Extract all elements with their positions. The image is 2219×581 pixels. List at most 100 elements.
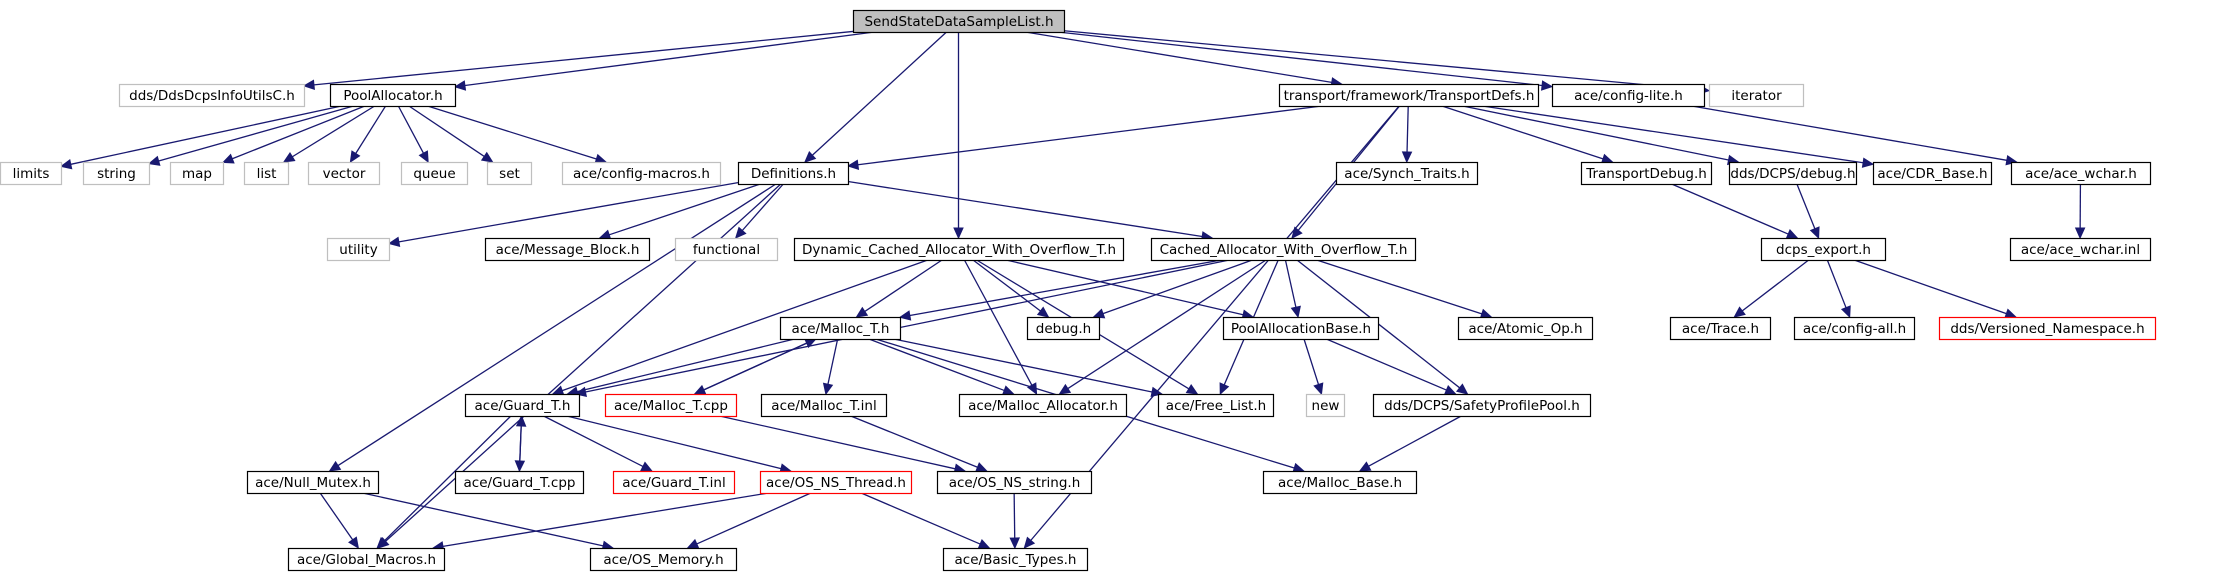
node-ace-malloc-allocator-h[interactable]: ace/Malloc_Allocator.h [958, 393, 1128, 418]
nodes-layer: SendStateDataSampleList.hdds/DdsDcpsInfo… [0, 9, 2157, 572]
node-ace-os-ns-string-h[interactable]: ace/OS_NS_string.h [936, 470, 1093, 495]
node-string: string [82, 161, 151, 186]
node-ace-synch-traits-h[interactable]: ace/Synch_Traits.h [1335, 161, 1479, 186]
node-label: ace/ace_wchar.inl [2021, 242, 2140, 258]
node-box [486, 161, 533, 186]
node-box [287, 547, 446, 572]
node-label: ace/config-macros.h [573, 166, 710, 182]
node-ace-basic-types-h[interactable]: ace/Basic_Types.h [942, 547, 1089, 572]
node-label: ace/Malloc_T.h [792, 321, 890, 337]
node-ace-trace-h[interactable]: ace/Trace.h [1669, 316, 1772, 341]
node-dcps-export-h[interactable]: dcps_export.h [1760, 237, 1887, 262]
node-ace-malloc-t-h[interactable]: ace/Malloc_T.h [779, 316, 902, 341]
node-ace-os-ns-thread-h[interactable]: ace/OS_NS_Thread.h [759, 470, 913, 495]
node-ace-guard-t-h[interactable]: ace/Guard_T.h [464, 393, 581, 418]
node-box [400, 161, 469, 186]
node-ace-ace-wchar-inl[interactable]: ace/ace_wchar.inl [2009, 237, 2152, 262]
node-label: ace/Trace.h [1682, 321, 1759, 337]
node-list: list [243, 161, 290, 186]
node-ace-guard-t-cpp[interactable]: ace/Guard_T.cpp [454, 470, 585, 495]
node-ace-malloc-t-cpp[interactable]: ace/Malloc_T.cpp [604, 393, 738, 418]
node-box [759, 470, 913, 495]
edge-line [811, 31, 947, 156]
node-poolallocationbase-h[interactable]: PoolAllocationBase.h [1222, 316, 1380, 341]
node-ace-message-block-h[interactable]: ace/Message_Block.h [484, 237, 651, 262]
node-label: SendStateDataSampleList.h [864, 14, 1053, 30]
node-ace-config-all-h[interactable]: ace/config-all.h [1793, 316, 1916, 341]
edge-line [362, 492, 604, 547]
edge-arrowhead [1058, 383, 1072, 395]
node-box [454, 470, 585, 495]
edge-arrowhead [349, 150, 361, 164]
edge-nullmutex-to-osmemory [362, 492, 615, 551]
node-box [779, 316, 902, 341]
edge-guardt-to-guardinl [543, 415, 653, 472]
edge-root-to-dyncache [953, 32, 964, 240]
node-dds-dcps-safetyprofilepool-h[interactable]: dds/DCPS/SafetyProfilePool.h [1372, 393, 1592, 418]
edge-line [1368, 415, 1462, 467]
node-label: Cached_Allocator_With_Overflow_T.h [1160, 242, 1408, 258]
node-label: TransportDebug.h [1585, 166, 1707, 182]
node-label: PoolAllocator.h [343, 88, 442, 104]
edge-line [1462, 105, 1729, 161]
edge-line [1025, 31, 1332, 84]
edge-arrowhead [453, 80, 467, 91]
node-new: new [1305, 393, 1346, 418]
node-ace-cdr-base-h[interactable]: ace/CDR_Base.h [1872, 161, 1993, 186]
edge-arrowhead [898, 310, 912, 321]
edge-arrowhead [328, 460, 342, 472]
edge-osthread-to-osmemory [686, 492, 812, 549]
node-label: ace/OS_NS_Thread.h [766, 475, 906, 491]
node-box [1278, 83, 1540, 108]
node-ace-global-macros-h[interactable]: ace/Global_Macros.h [287, 547, 446, 572]
node-sendstatedatasamplelist-h[interactable]: SendStateDataSampleList.h [852, 9, 1066, 34]
edge-pool-to-queue [397, 105, 429, 164]
edge-arrowhead [282, 152, 296, 163]
edge-line [1741, 259, 1810, 312]
edge-arrowhead [515, 414, 527, 427]
node-ace-os-memory-h[interactable]: ace/OS_Memory.h [589, 547, 738, 572]
node-ace-atomic-op-h[interactable]: ace/Atomic_Op.h [1457, 316, 1594, 341]
edge-line [850, 415, 978, 468]
node-box [307, 161, 381, 186]
node-ace-malloc-base-h[interactable]: ace/Malloc_Base.h [1262, 470, 1418, 495]
node-dds-dcps-debug-h[interactable]: dds/DCPS/debug.h [1728, 161, 1858, 186]
edge-arrowhead [1479, 308, 1493, 319]
node-box [0, 161, 63, 186]
node-ace-config-lite-h[interactable]: ace/config-lite.h [1551, 83, 1706, 108]
edge-poolbase-to-safety [1326, 338, 1457, 395]
edge-arrowhead [387, 236, 401, 247]
node-label: new [1312, 398, 1340, 414]
edge-arrowhead [1785, 229, 1799, 239]
node-ace-null-mutex-h[interactable]: ace/Null_Mutex.h [246, 470, 380, 495]
node-box [1262, 470, 1418, 495]
edge-line [1316, 259, 1482, 315]
edge-line [1441, 105, 1604, 160]
node-transport-framework-transportdefs-h[interactable]: transport/framework/TransportDefs.h [1278, 83, 1540, 108]
edge-dcpsdebug-to-dcpsexport [1796, 183, 1820, 240]
edge-arrowhead [376, 536, 389, 549]
edge-guardt-to-osthread [566, 415, 792, 474]
node-poolallocator-h[interactable]: PoolAllocator.h [329, 83, 457, 108]
node-transportdebug-h[interactable]: TransportDebug.h [1580, 161, 1713, 186]
node-dds-versioned-namespace-h[interactable]: dds/Versioned_Namespace.h [1938, 316, 2157, 341]
node-limits: limits [0, 161, 63, 186]
node-vector: vector [307, 161, 381, 186]
node-ace-guard-t-inl[interactable]: ace/Guard_T.inl [612, 470, 736, 495]
edge-arrowhead [855, 306, 869, 318]
node-ace-malloc-t-inl[interactable]: ace/Malloc_T.inl [760, 393, 888, 418]
node-cached-allocator-with-overflow-t-h[interactable]: Cached_Allocator_With_Overflow_T.h [1150, 237, 1417, 262]
node-dynamic-cached-allocator-with-overflow-t-h[interactable]: Dynamic_Cached_Allocator_With_Overflow_T… [793, 237, 1125, 262]
node-box [464, 393, 581, 418]
edge-guardcpp-to-guardt [515, 414, 527, 472]
node-ace-ace-wchar-h[interactable]: ace/ace_wchar.h [2010, 161, 2152, 186]
edge-arrowhead [147, 155, 161, 166]
node-label: ace/ace_wchar.h [2025, 166, 2137, 182]
node-debug-h[interactable]: debug.h [1026, 316, 1101, 341]
node-definitions-h[interactable]: Definitions.h [737, 161, 850, 186]
edge-arrowhead [551, 385, 565, 396]
node-label: ace/Malloc_T.cpp [614, 398, 728, 414]
node-ace-free-list-h[interactable]: ace/Free_List.h [1157, 393, 1275, 418]
edge-line [408, 105, 485, 157]
edge-defs-to-cache [847, 180, 1214, 242]
